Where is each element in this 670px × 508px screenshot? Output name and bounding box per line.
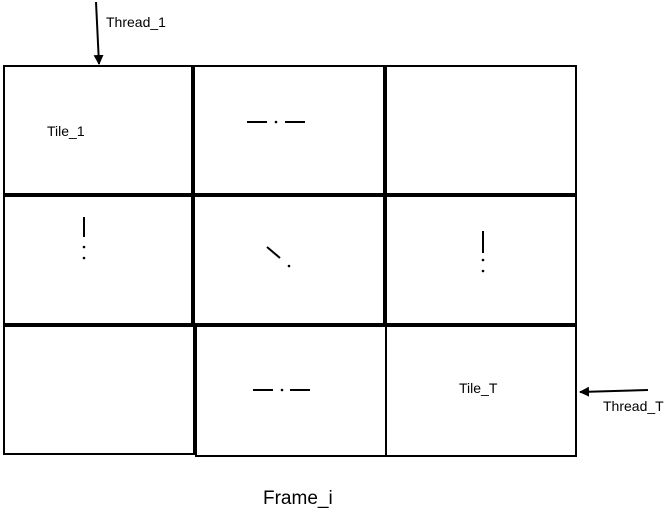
tile-r1c3 — [385, 65, 577, 195]
vertical-ellipsis-icon — [82, 217, 86, 260]
thread-end-arrow — [579, 386, 649, 397]
tile-r2c2 — [193, 195, 385, 325]
frame-caption: Frame_i — [263, 488, 333, 508]
first-tile-label: Tile_1 — [47, 123, 85, 139]
thread-start-arrow — [93, 1, 104, 65]
thread-start-label: Thread_1 — [106, 14, 166, 30]
tile-r3c3 — [385, 325, 577, 457]
tile-r1c2 — [193, 65, 385, 195]
horizontal-ellipsis-icon — [253, 388, 310, 392]
diagonal-ellipsis-icon — [266, 246, 291, 268]
vertical-ellipsis-icon — [481, 231, 485, 273]
last-tile-label: Tile_T — [459, 380, 498, 396]
thread-end-label: Thread_T — [603, 398, 664, 414]
tile-r2c1 — [3, 195, 193, 325]
horizontal-ellipsis-icon — [247, 120, 305, 124]
tile-r1c1 — [3, 65, 193, 195]
tile-r3c1 — [3, 325, 195, 455]
tile-r2c3 — [385, 195, 577, 325]
